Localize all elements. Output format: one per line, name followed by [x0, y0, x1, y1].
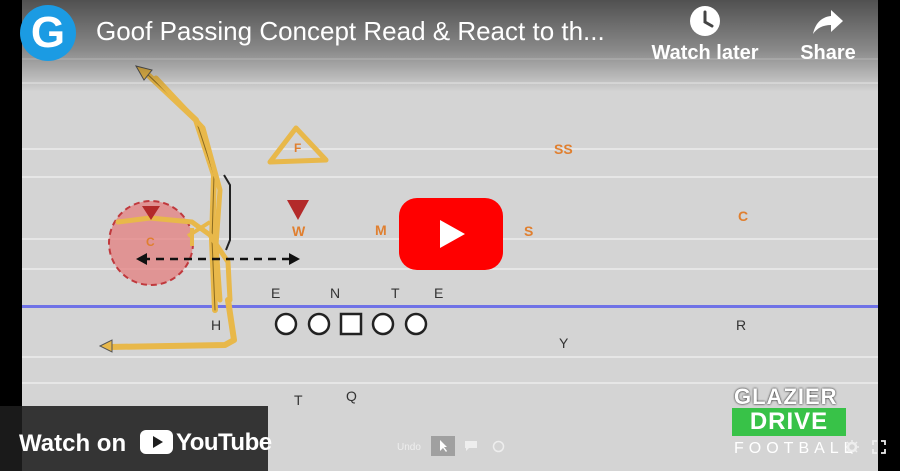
- position-label: W: [292, 223, 306, 239]
- position-label: M: [375, 222, 387, 238]
- field-stripe: [22, 148, 878, 150]
- youtube-wordmark: YouTube: [176, 429, 272, 456]
- glazier-drive-logo: GLAZIER DRIVE FOOTBALL: [728, 384, 853, 468]
- position-label: F: [294, 141, 302, 155]
- brand-line-1: GLAZIER: [734, 384, 838, 409]
- circle-tool-icon[interactable]: [492, 440, 505, 453]
- field-stripe: [22, 382, 878, 384]
- position-label: H: [211, 317, 222, 333]
- play-icon: [440, 220, 465, 248]
- watch-on-label: Watch on: [19, 430, 127, 457]
- fullscreen-icon[interactable]: [872, 440, 886, 454]
- brand-line-2: DRIVE: [732, 408, 846, 436]
- line-of-scrimmage: [22, 305, 878, 308]
- brand-line-3: FOOTBALL: [734, 440, 858, 457]
- pointer-tool-icon[interactable]: [431, 436, 455, 456]
- share-arrow-icon: [813, 10, 843, 34]
- position-label: C: [738, 208, 749, 224]
- field-stripe: [22, 176, 878, 178]
- video-title[interactable]: Goof Passing Concept Read & React to th.…: [96, 16, 605, 46]
- comment-tool-icon[interactable]: [464, 440, 478, 452]
- settings-gear-icon[interactable]: [845, 440, 859, 454]
- position-label: T: [294, 392, 303, 408]
- position-label: SS: [554, 141, 573, 157]
- position-label: E: [271, 285, 281, 301]
- youtube-play-icon: [140, 430, 173, 454]
- position-label: S: [524, 223, 534, 239]
- position-label: R: [736, 317, 747, 333]
- watch-later-label: Watch later: [651, 42, 759, 64]
- channel-avatar[interactable]: G: [20, 5, 76, 61]
- position-label: E: [434, 285, 444, 301]
- watch-later-button[interactable]: Watch later: [650, 4, 760, 65]
- position-label: C: [146, 235, 155, 249]
- position-label: N: [330, 285, 341, 301]
- position-label: T: [391, 285, 400, 301]
- clock-icon: [690, 6, 720, 36]
- share-label: Share: [800, 42, 856, 64]
- undo-button[interactable]: Undo: [397, 442, 421, 453]
- play-button[interactable]: [399, 198, 503, 270]
- title-overlay: G Goof Passing Concept Read & React to t…: [0, 0, 900, 92]
- position-label: Q: [346, 388, 357, 404]
- field-stripe: [22, 356, 878, 358]
- share-button[interactable]: Share: [795, 4, 861, 65]
- watch-on-youtube-button[interactable]: Watch on YouTube: [0, 406, 272, 471]
- position-label: Y: [559, 335, 569, 351]
